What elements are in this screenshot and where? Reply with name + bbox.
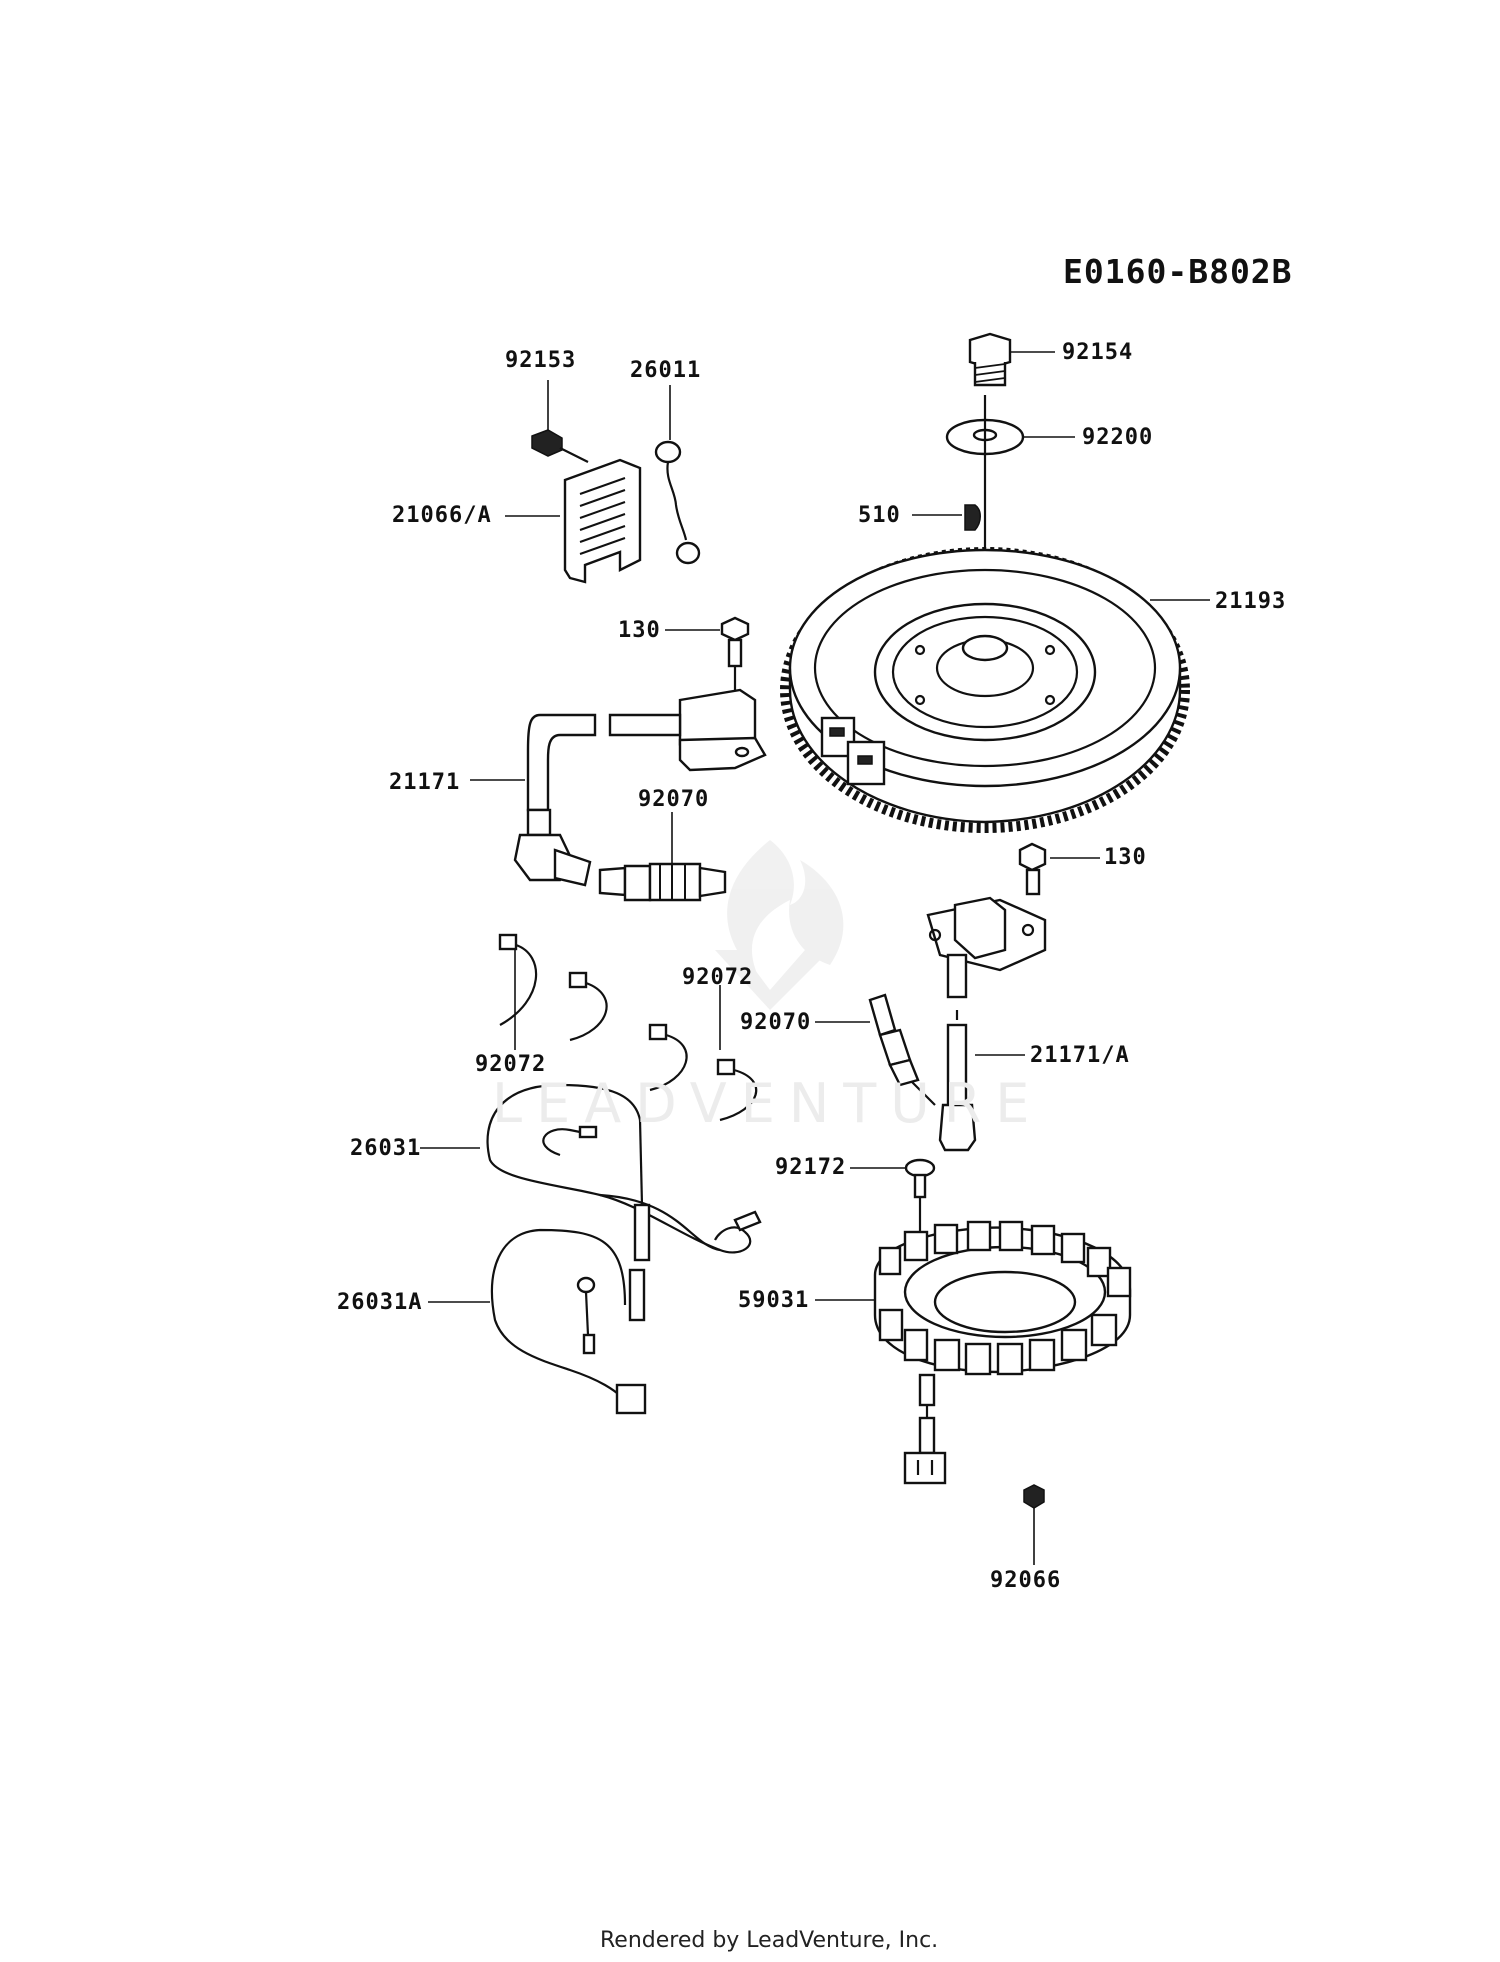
label-92070-lower[interactable]: 92070 (740, 1010, 812, 1035)
diagram-code: E0160-B802B (1063, 252, 1293, 291)
regulator-21066A (505, 458, 642, 584)
spark-plug-92070-upper (598, 812, 727, 902)
flywheel-21193 (780, 395, 1210, 833)
harness-26031 (420, 1083, 762, 1262)
label-92072-left[interactable]: 92072 (475, 1052, 547, 1077)
nut-92066 (1023, 1484, 1045, 1565)
spark-plug-92070-lower (815, 993, 936, 1106)
label-92066[interactable]: 92066 (990, 1568, 1062, 1593)
label-92172[interactable]: 92172 (775, 1155, 847, 1180)
watermark-logo (715, 840, 844, 1010)
stator-59031 (815, 1220, 1132, 1485)
label-21171[interactable]: 21171 (389, 770, 461, 795)
label-21171A[interactable]: 21171/A (1030, 1043, 1130, 1068)
label-92153[interactable]: 92153 (505, 348, 577, 373)
label-92070-upper[interactable]: 92070 (638, 787, 710, 812)
screw-92172 (850, 1158, 936, 1245)
label-92154[interactable]: 92154 (1062, 340, 1134, 365)
label-130-upper[interactable]: 130 (618, 618, 661, 643)
wire-clips-92072 (498, 933, 758, 1122)
screw-130-lower (1018, 842, 1100, 896)
label-21066A[interactable]: 21066/A (392, 503, 492, 528)
watermark-text: LEADVENTURE (492, 1072, 1044, 1135)
label-92200[interactable]: 92200 (1082, 425, 1154, 450)
footer-credit: Rendered by LeadVenture, Inc. (600, 1928, 939, 1953)
label-26031[interactable]: 26031 (350, 1136, 422, 1161)
label-59031[interactable]: 59031 (738, 1288, 810, 1313)
harness-26031A (428, 1228, 647, 1415)
key-510 (912, 504, 981, 531)
label-510[interactable]: 510 (858, 503, 901, 528)
ignition-coil-21171A (926, 896, 1047, 1152)
label-92072-right[interactable]: 92072 (682, 965, 754, 990)
label-26031A[interactable]: 26031A (337, 1290, 423, 1315)
label-130-lower[interactable]: 130 (1104, 845, 1147, 870)
label-26011[interactable]: 26011 (630, 358, 702, 383)
label-21193[interactable]: 21193 (1215, 589, 1287, 614)
ignition-coil-21171 (470, 688, 767, 887)
washer-92200 (945, 418, 1075, 456)
bolt-92154 (968, 332, 1055, 387)
ground-wire-26011 (654, 385, 701, 565)
screw-92153 (531, 380, 589, 463)
